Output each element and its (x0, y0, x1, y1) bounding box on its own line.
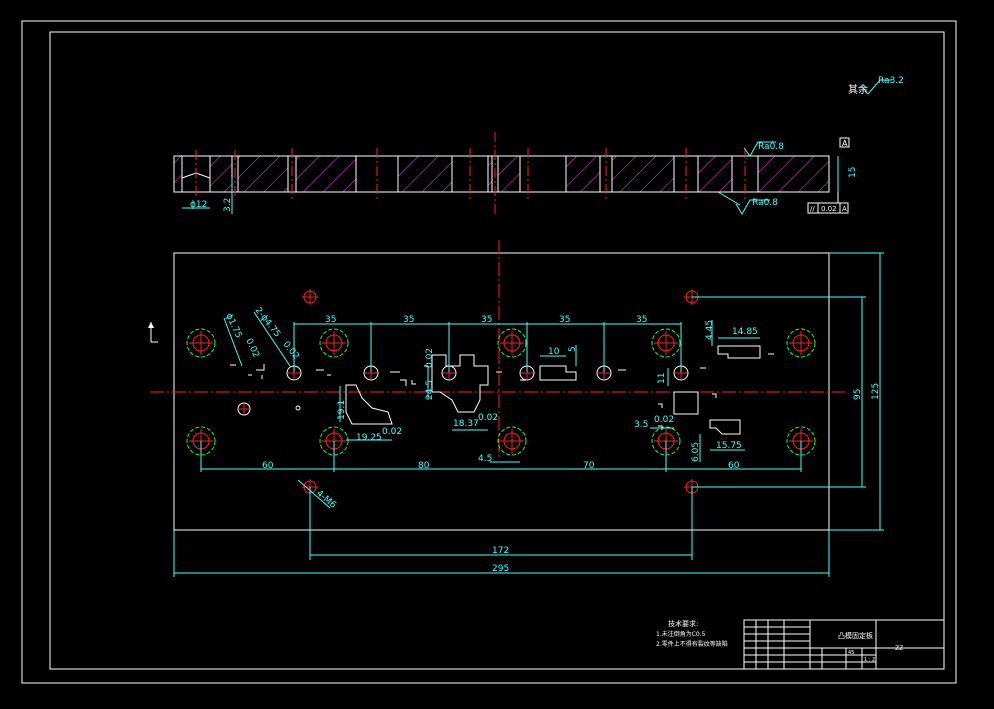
tech-requirements: 技术要求: 1.未注倒角为C0.5 2.零件上不得有裂纹等缺陷 (656, 619, 728, 648)
dim-local-12: 15.75 (716, 441, 742, 451)
dim-local-7: 11 (657, 373, 667, 384)
dim-hole-dia: ϕ12 (190, 200, 207, 210)
dim-top-4: 35 (559, 315, 570, 325)
title-block-part-name: 凸模固定板 (838, 631, 873, 640)
parallel-tolerance-frame: // 0.02 A (807, 192, 849, 214)
inner-border (49, 31, 945, 670)
roughness-value: Ra3.2 (878, 76, 904, 86)
dim-local-10-tol: 0.02 (654, 415, 674, 425)
callout-1-tol: 0.02 (243, 337, 261, 359)
dim-depth: 3.2 (223, 198, 233, 212)
dim-local-4-tol: 0.02 (478, 413, 498, 423)
outer-border (21, 20, 957, 684)
dim-local-2: 5 (568, 346, 578, 352)
dim-local-1: 10 (548, 347, 560, 357)
section-roughness-top: Ra0.8 (758, 142, 784, 152)
svg-text:0.02: 0.02 (821, 205, 837, 213)
dim-thickness: 15 (848, 167, 858, 178)
title-block-drawing-no: ZZ (895, 645, 903, 652)
dim-local-6-tol: 0.02 (382, 427, 402, 437)
dim-bottom-left: 60 (262, 461, 274, 471)
plan-view: 35 35 35 35 35 60 80 4.5 70 60 (148, 240, 884, 577)
dim-bottom-small: 4.5 (478, 454, 492, 464)
callout-1: ϕ1.75 (223, 312, 243, 340)
dim-local-9: 14.85 (732, 327, 758, 337)
tech-req-item-1: 1.未注倒角为C0.5 (656, 630, 706, 638)
dim-inner-height: 95 (853, 389, 863, 400)
roughness-icon (861, 79, 892, 95)
title-block-material: 45 (848, 650, 854, 656)
section-view: ϕ12 3.2 15 A Ra0.8 Ra0.8 // 0.02 A (173, 132, 858, 215)
roughness-note-text: 其余 (848, 83, 868, 96)
dim-overall-inner: 172 (492, 546, 509, 556)
dim-bottom-right: 60 (728, 461, 740, 471)
title-block (743, 619, 945, 670)
dim-local-10: 3.5 (634, 420, 648, 430)
dim-top-1: 35 (325, 315, 336, 325)
dim-local-8: 4.45 (705, 320, 715, 340)
dim-overall-width: 295 (492, 564, 509, 574)
dim-local-4: 18.37 (453, 419, 479, 429)
svg-text:A: A (842, 205, 847, 213)
section-roughness-bottom: Ra0.8 (752, 198, 778, 208)
dim-local-5: 19.1 (337, 400, 347, 420)
roughness-note: 其余 Ra3.2 (848, 76, 904, 96)
datum-label: A (842, 139, 848, 148)
dim-bottom-mid: 80 (418, 461, 430, 471)
punch-profiles (230, 345, 774, 435)
svg-text://: // (810, 205, 815, 213)
dim-top-5: 35 (636, 315, 647, 325)
section-body (173, 155, 830, 193)
tech-req-item-2: 2.零件上不得有裂纹等缺陷 (656, 640, 728, 648)
callout-2-tol: 0.02 (281, 340, 301, 362)
dim-overall-height: 125 (871, 383, 881, 400)
dim-bottom-right-mid: 70 (583, 461, 595, 471)
title-block-sheet: 1 : 2 (864, 657, 875, 663)
dim-local-3-tol: 0.02 (425, 348, 435, 368)
callout-3: 4-M6 (314, 489, 338, 511)
dim-top-2: 35 (403, 315, 414, 325)
callout-2: 2-ϕ4.75 (253, 306, 282, 340)
dim-local-3: 24.5 (425, 380, 435, 400)
tech-req-title: 技术要求: (668, 619, 698, 628)
dim-local-11: 6.05 (691, 442, 701, 462)
dim-local-6: 19.25 (356, 433, 382, 443)
dim-top-3: 35 (481, 315, 492, 325)
